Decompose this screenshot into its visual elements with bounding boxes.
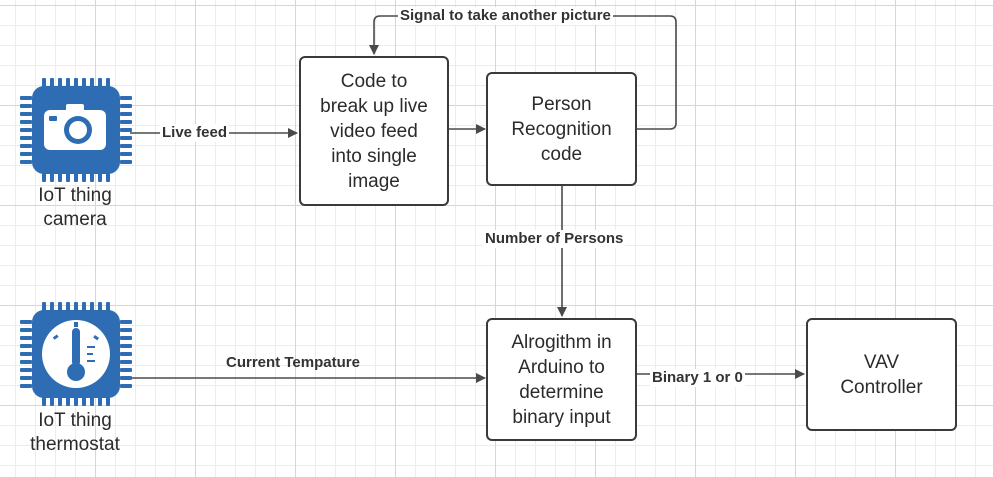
algorithm-box: Alrogithm in Arduino to determine binary… (486, 318, 637, 441)
camera-icon (20, 78, 132, 182)
signal-label: Signal to take another picture (398, 7, 613, 25)
person-recognition-label: Person Recognition code (511, 93, 612, 165)
live-feed-label: Live feed (160, 124, 230, 142)
camera-label: IoT thing camera (38, 185, 112, 230)
algorithm-label: Alrogithm in Arduino to determine binary… (511, 331, 612, 428)
edge-signal-feedback (369, 15, 677, 130)
video-splitter-box: Code to break up live video feed into si… (299, 56, 449, 206)
thermometer-icon (20, 302, 132, 406)
number-of-persons-label: Number of Persons (483, 230, 626, 248)
thermostat-label: IoT thing thermostat (30, 410, 120, 455)
person-recognition-box: Person Recognition code (486, 72, 637, 186)
current-temperature-label: Current Tempature (226, 354, 360, 371)
binary-label: Binary 1 or 0 (650, 369, 745, 387)
vav-controller-box: VAV Controller (806, 318, 957, 431)
video-splitter-label: Code to break up live video feed into si… (320, 70, 428, 192)
vav-controller-label: VAV Controller (840, 351, 923, 398)
